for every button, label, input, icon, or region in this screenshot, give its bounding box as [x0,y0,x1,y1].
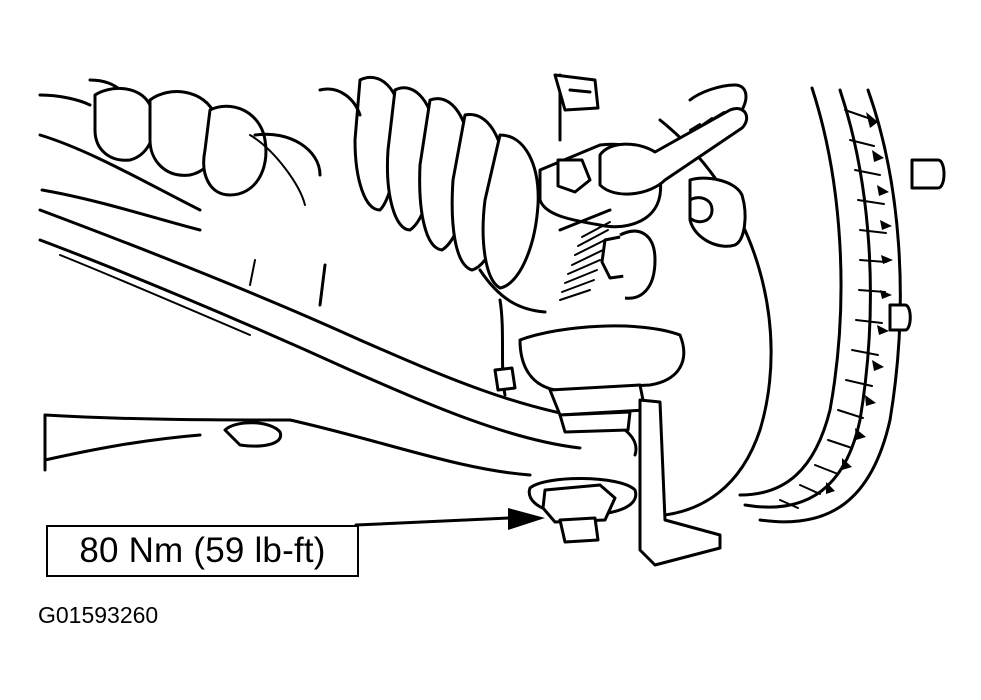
cv-boot [38,76,540,290]
torque-callout-box: 80 Nm (59 lb-ft) [46,525,359,577]
steering-knuckle [478,73,749,314]
lower-control-arm [38,133,722,567]
figure-id-label: G01593260 [38,602,159,628]
torque-spec-label: 80 Nm (59 lb-ft) [79,531,326,570]
callout-leader [354,508,545,530]
